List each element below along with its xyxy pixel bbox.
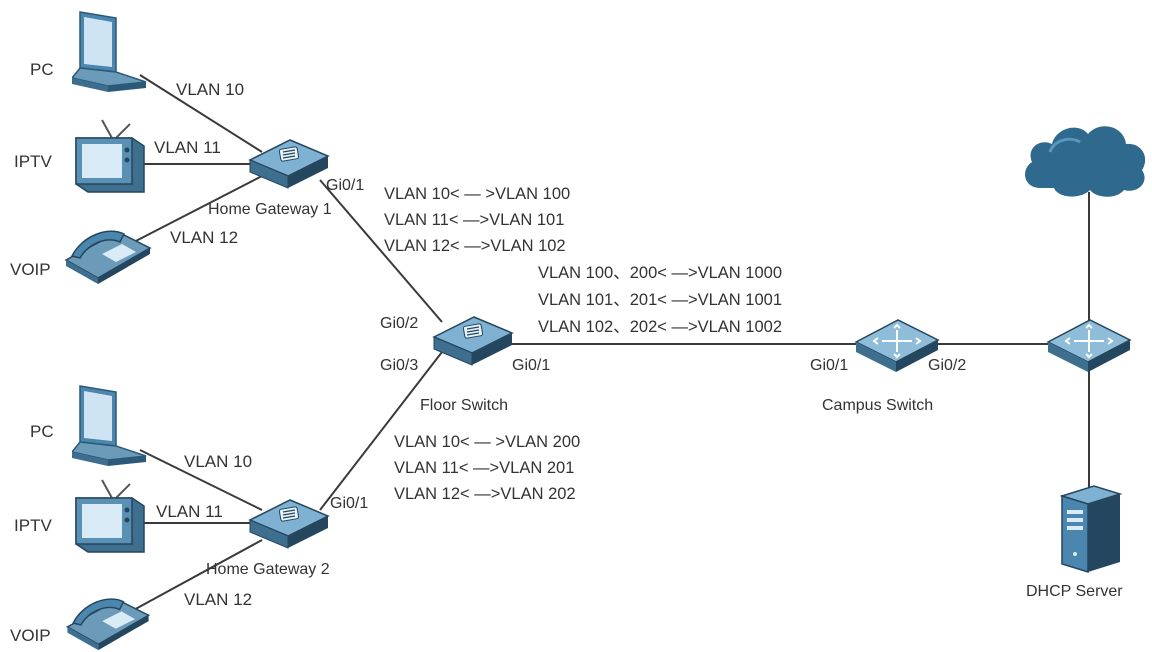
campus-switch-label: Campus Switch: [822, 397, 934, 414]
gw1-mapping-3: VLAN 12< —>VLAN 102: [384, 237, 566, 255]
cloud-icon: [1025, 126, 1146, 197]
campus-switch-icon: [854, 319, 940, 372]
laptop-icon: [72, 385, 147, 466]
campus-port-right: Gi0/2: [928, 357, 967, 374]
dhcp-server-label: DHCP Server: [1026, 583, 1123, 600]
laptop-icon: [72, 11, 147, 92]
gw2-mapping-2: VLAN 11< —>VLAN 201: [394, 459, 575, 477]
home-gateway-icon: [248, 139, 330, 189]
iptv-label-bottom: IPTV: [14, 516, 52, 535]
home-gateway-2-label: Home Gateway 2: [206, 561, 330, 578]
tv-icon: [75, 119, 145, 193]
floor-port-up: Gi0/2: [380, 315, 419, 332]
server-icon: [1059, 485, 1123, 574]
pc-label-top: PC: [30, 60, 54, 79]
floor-switch-icon: [432, 316, 514, 366]
home-gateway-icon: [248, 499, 330, 549]
core-switch-icon: [1046, 319, 1132, 372]
home-gateway-1-label: Home Gateway 1: [208, 201, 332, 218]
vlan-pc-label-bottom: VLAN 10: [184, 452, 253, 471]
gw1-mapping-2: VLAN 11< —>VLAN 101: [384, 211, 565, 229]
link-pc1-gw1: [139, 74, 263, 153]
vlan-voip-label-top: VLAN 12: [170, 228, 239, 247]
vlan-pc-label-top: VLAN 10: [176, 80, 245, 99]
iptv-label-top: IPTV: [14, 152, 52, 171]
gw2-mapping-1: VLAN 10< — >VLAN 200: [394, 433, 581, 451]
gw1-mapping-1: VLAN 10< — >VLAN 100: [384, 185, 571, 203]
link-voip1-gw1: [129, 175, 263, 245]
gw1-uplink-port: Gi0/1: [326, 177, 365, 194]
vlan-iptv-label-bottom: VLAN 11: [156, 502, 223, 521]
voip-label-top: VOIP: [10, 260, 51, 279]
tv-icon: [75, 479, 145, 553]
floor-port-right: Gi0/1: [512, 357, 551, 374]
campus-port-left: Gi0/1: [810, 357, 849, 374]
floor-mapping-2: VLAN 101、201< —>VLAN 1001: [538, 291, 782, 309]
phone-icon: [64, 230, 152, 284]
pc-label-bottom: PC: [30, 422, 54, 441]
gw2-mapping-3: VLAN 12< —>VLAN 202: [394, 485, 576, 503]
link-voip2-gw2: [129, 539, 263, 613]
vlan-iptv-label-top: VLAN 11: [154, 138, 221, 157]
floor-switch-label: Floor Switch: [420, 397, 509, 414]
gw2-uplink-port: Gi0/1: [330, 495, 369, 512]
link-gw2-floor: [319, 351, 443, 511]
link-pc2-gw2: [139, 449, 263, 511]
floor-port-down: Gi0/3: [380, 357, 419, 374]
voip-label-bottom: VOIP: [10, 626, 51, 645]
floor-mapping-3: VLAN 102、202< —>VLAN 1002: [538, 318, 782, 336]
floor-mapping-1: VLAN 100、200< —>VLAN 1000: [538, 264, 782, 282]
phone-icon: [65, 598, 151, 651]
vlan-voip-label-bottom: VLAN 12: [184, 590, 253, 609]
link-gw1-floor: [319, 179, 443, 323]
